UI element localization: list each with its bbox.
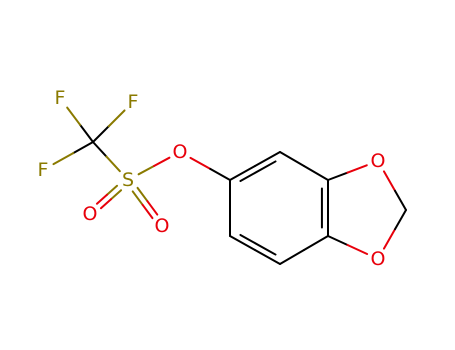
bond-o-ring-bottom-c-methylene-half-b — [393, 209, 407, 231]
double-bond-s1-o-sulfonyl-1-line1-a — [110, 189, 123, 201]
bond-c-triflyl-f3-half-b — [52, 152, 75, 166]
bond-c5-c6-half-b — [229, 235, 256, 251]
bond-c4-o-ring-bottom-half-b — [346, 243, 369, 255]
atom-label-o-ring-bottom: O — [371, 248, 386, 270]
aromatic-inner-bond-c5-c6 — [239, 233, 277, 256]
bond-c1-c2-half-b — [254, 151, 281, 167]
bond-layer — [52, 106, 407, 265]
bond-c-triflyl-f3-half-a — [72, 141, 94, 155]
bond-o-ester-c1-half-b — [209, 167, 231, 181]
bond-o-ring-top-c-methylene-half-a — [382, 170, 396, 192]
bond-c-triflyl-s1-half-b — [105, 155, 121, 173]
atom-label-f1: F — [55, 87, 66, 109]
bond-c-triflyl-f2-half-b — [107, 109, 126, 128]
aromatic-inner-bond-c1-c2 — [239, 160, 277, 183]
atom-label-o-ester: O — [173, 141, 188, 163]
atom-label-s1: S — [122, 169, 134, 191]
bond-c2-c3-half-b — [303, 165, 329, 181]
double-bond-s1-o-sulfonyl-2-line0-a — [131, 190, 144, 206]
bond-c4-c5-half-a — [303, 235, 329, 251]
atom-label-o-ring-top: O — [371, 150, 386, 172]
bond-s1-o-ester-half-b — [153, 156, 171, 167]
atom-label-o-sulfonyl-1: O — [83, 203, 98, 225]
bond-c2-c3-half-a — [279, 151, 305, 167]
bond-o-ring-top-c-methylene-half-b — [393, 189, 407, 211]
double-bond-s1-o-sulfonyl-1-line0-b — [95, 193, 108, 205]
bond-c1-c2-half-a — [229, 165, 256, 181]
atom-label-f3: F — [38, 159, 49, 181]
double-bond-s1-o-sulfonyl-1-line1-b — [99, 198, 113, 210]
double-bond-s1-o-sulfonyl-2-line1-b — [146, 200, 159, 216]
bond-c5-c6-half-a — [254, 249, 281, 265]
bond-c4-o-ring-bottom-half-a — [327, 235, 349, 246]
double-bond-s1-o-sulfonyl-1-line0-a — [105, 184, 119, 196]
bond-c-triflyl-s1-half-a — [92, 141, 108, 158]
atom-label-f2: F — [128, 91, 139, 113]
double-bond-s1-o-sulfonyl-2-line1-a — [136, 186, 149, 203]
bond-c-triflyl-f2-half-a — [92, 125, 110, 143]
bond-o-ring-bottom-c-methylene-half-a — [382, 228, 396, 250]
atom-label-o-sulfonyl-2: O — [155, 215, 170, 237]
bond-c4-c5-half-b — [279, 249, 305, 265]
bond-c3-o-ring-top-half-b — [346, 164, 368, 174]
bond-c-triflyl-f1-half-b — [66, 106, 82, 126]
bond-s1-o-ester-half-a — [137, 165, 155, 176]
bond-c3-o-ring-top-half-a — [327, 171, 349, 181]
bond-c-triflyl-f1-half-a — [79, 123, 94, 143]
bond-o-ester-c1-half-a — [189, 156, 212, 170]
double-bond-s1-o-sulfonyl-2-line0-b — [141, 203, 154, 220]
atom-label-layer: F F F S O O O O O — [38, 87, 386, 270]
